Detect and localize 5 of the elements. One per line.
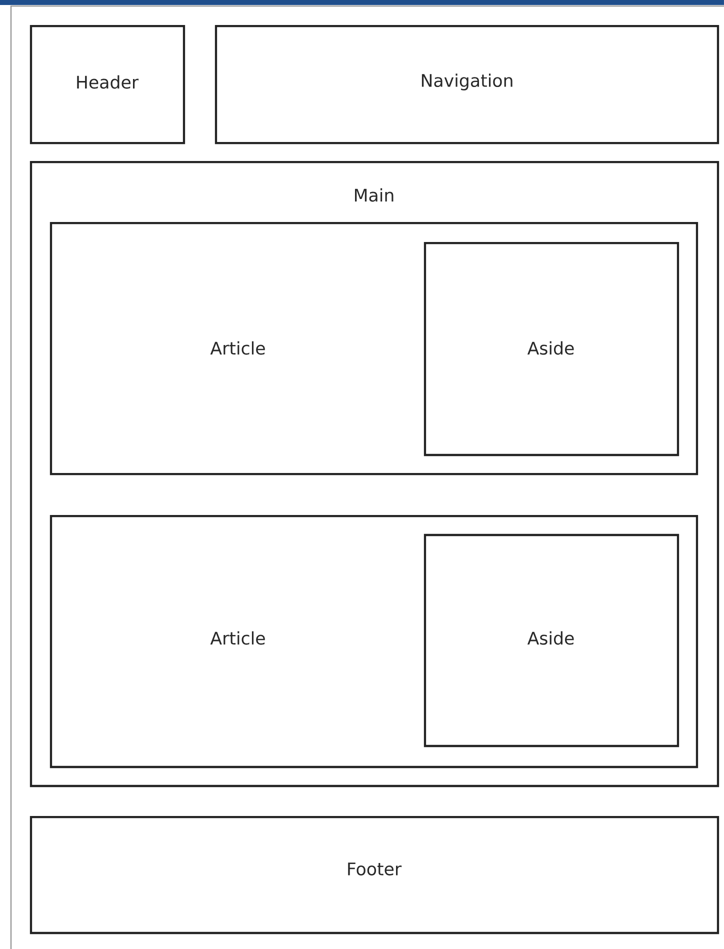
footer-box: Footer: [30, 816, 720, 934]
aside-box: Aside: [424, 242, 680, 456]
header-box: Header: [30, 24, 186, 144]
aside-box: Aside: [424, 534, 680, 748]
navigation-box: Navigation: [214, 24, 720, 144]
